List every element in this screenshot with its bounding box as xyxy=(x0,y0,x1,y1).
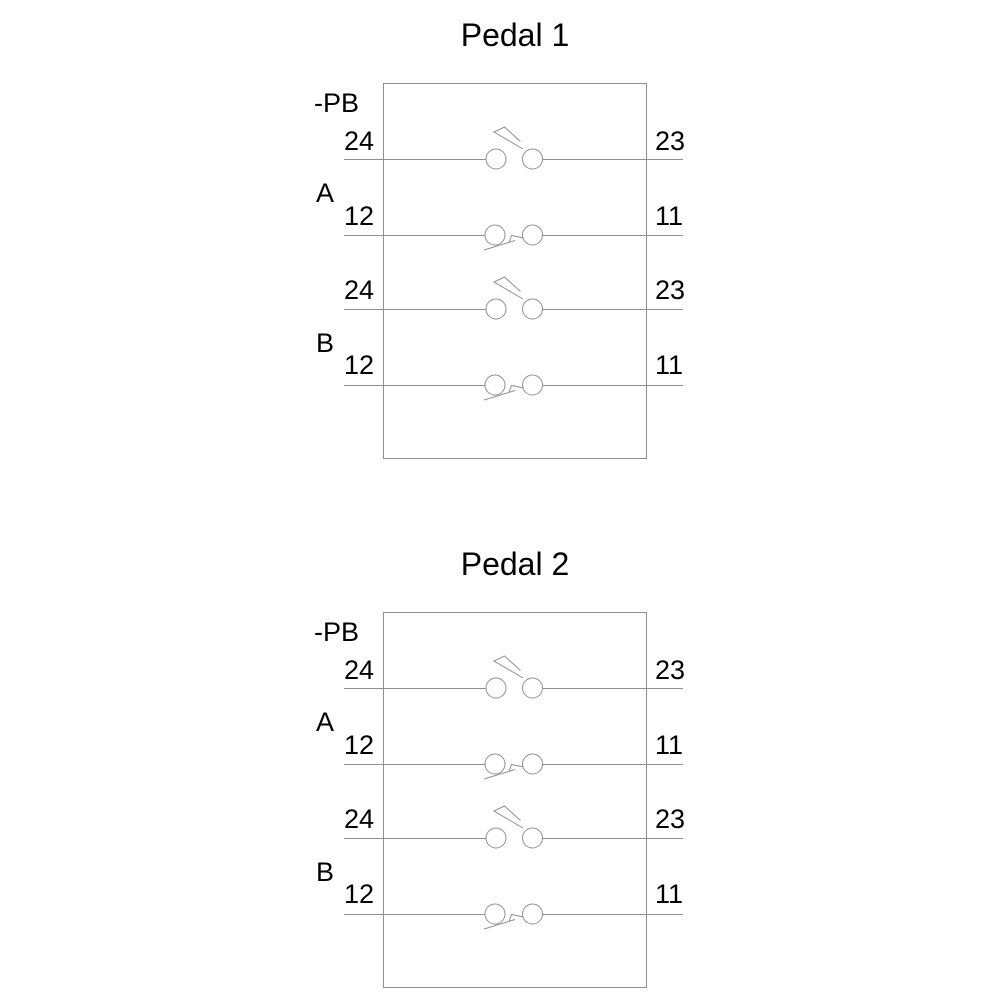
wire xyxy=(344,914,487,915)
wire xyxy=(344,838,487,839)
wire xyxy=(542,385,683,386)
terminal-number-right: 11 xyxy=(655,201,684,231)
terminal-number-left: 24 xyxy=(343,275,374,305)
terminal-number-left: 12 xyxy=(343,350,374,380)
terminal-number-right: 23 xyxy=(655,804,686,834)
device-tag-label: -PB xyxy=(314,617,360,647)
pedal-title: Pedal 2 xyxy=(460,546,570,582)
wire xyxy=(344,688,487,689)
wire xyxy=(542,159,683,160)
terminal-number-right: 11 xyxy=(655,730,684,760)
terminal-number-left: 12 xyxy=(343,201,374,231)
terminal-number-left: 24 xyxy=(343,126,374,156)
section-label-b: B xyxy=(316,857,335,887)
device-tag-label: -PB xyxy=(314,88,360,118)
nc-contact-icon xyxy=(483,374,543,401)
wire xyxy=(542,838,683,839)
terminal-number-left: 12 xyxy=(343,879,374,909)
terminal-number-left: 12 xyxy=(343,730,374,760)
nc-contact-icon xyxy=(483,753,543,780)
section-label-a: A xyxy=(316,178,335,208)
wire xyxy=(344,235,487,236)
pedal-boundary-box xyxy=(383,612,647,988)
terminal-number-left: 24 xyxy=(343,655,374,685)
terminal-number-right: 11 xyxy=(655,879,684,909)
wire xyxy=(344,159,487,160)
section-label-b: B xyxy=(316,328,335,358)
terminal-number-right: 23 xyxy=(655,275,686,305)
wire xyxy=(542,688,683,689)
no-contact-icon xyxy=(485,126,543,170)
no-contact-icon xyxy=(485,276,543,320)
pedal-2-diagram: Pedal 2 -PB A B 24 23 12 11 24 23 xyxy=(0,529,1000,1000)
nc-contact-icon xyxy=(483,903,543,930)
pedal-boundary-box xyxy=(383,83,647,459)
terminal-number-right: 11 xyxy=(655,350,684,380)
wire xyxy=(542,764,683,765)
section-label-a: A xyxy=(316,707,335,737)
terminal-number-right: 23 xyxy=(655,655,686,685)
pedal-title: Pedal 1 xyxy=(460,17,570,53)
terminal-number-right: 23 xyxy=(655,126,686,156)
terminal-number-left: 24 xyxy=(343,804,374,834)
wire xyxy=(542,235,683,236)
wire xyxy=(344,309,487,310)
wire xyxy=(542,914,683,915)
wire xyxy=(344,385,487,386)
wire xyxy=(542,309,683,310)
no-contact-icon xyxy=(485,805,543,849)
wire xyxy=(344,764,487,765)
no-contact-icon xyxy=(485,655,543,699)
nc-contact-icon xyxy=(483,224,543,251)
pedal-1-diagram: Pedal 1 -PB A B 24 23 12 11 24 23 xyxy=(0,0,1000,471)
